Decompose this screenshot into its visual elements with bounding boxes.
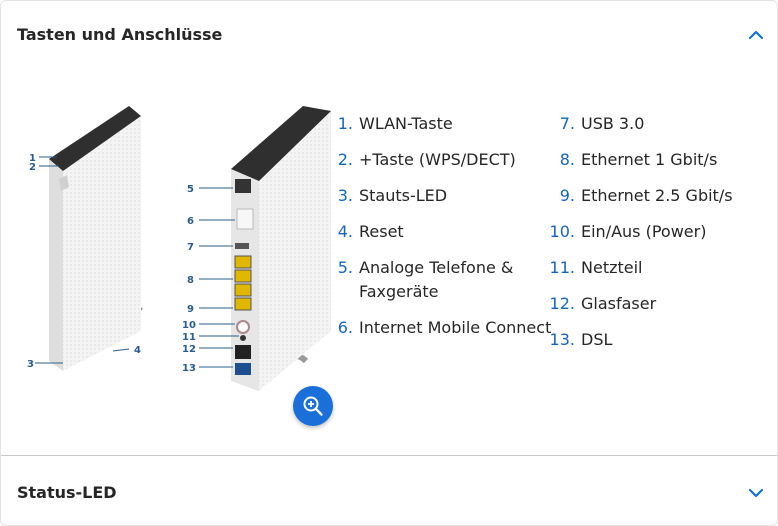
section-title: Tasten und Anschlüsse xyxy=(17,25,223,44)
zoom-button[interactable] xyxy=(293,386,333,426)
router-back-view xyxy=(231,106,331,391)
section-title: Status-LED xyxy=(17,483,117,502)
callout-3: 3 xyxy=(27,359,34,370)
callout-11: 11 xyxy=(182,332,196,343)
callout-6: 6 xyxy=(187,216,194,227)
callout-4: 4 xyxy=(134,345,141,356)
callout-8: 8 xyxy=(187,275,194,286)
zoom-in-icon xyxy=(303,396,323,416)
accordion-header-tasten[interactable]: Tasten und Anschlüsse xyxy=(1,1,777,71)
callout-12: 12 xyxy=(182,344,196,355)
callout-1: 1 xyxy=(29,153,36,164)
router-front-view xyxy=(49,106,143,371)
callout-lines xyxy=(35,156,239,368)
callout-2: 2 xyxy=(29,162,36,173)
callout-13: 13 xyxy=(182,363,196,374)
section-divider xyxy=(1,455,777,456)
chevron-up-icon[interactable] xyxy=(747,26,765,44)
callout-5: 5 xyxy=(187,184,194,195)
accordion-header-status-led[interactable]: Status-LED xyxy=(1,456,777,525)
callout-9: 9 xyxy=(187,304,194,315)
callout-10: 10 xyxy=(182,320,196,331)
callout-7: 7 xyxy=(187,242,194,253)
router-illustration: 1 2 3 4 5 6 7 8 9 10 11 12 13 xyxy=(27,106,331,391)
chevron-down-icon[interactable] xyxy=(747,484,765,502)
